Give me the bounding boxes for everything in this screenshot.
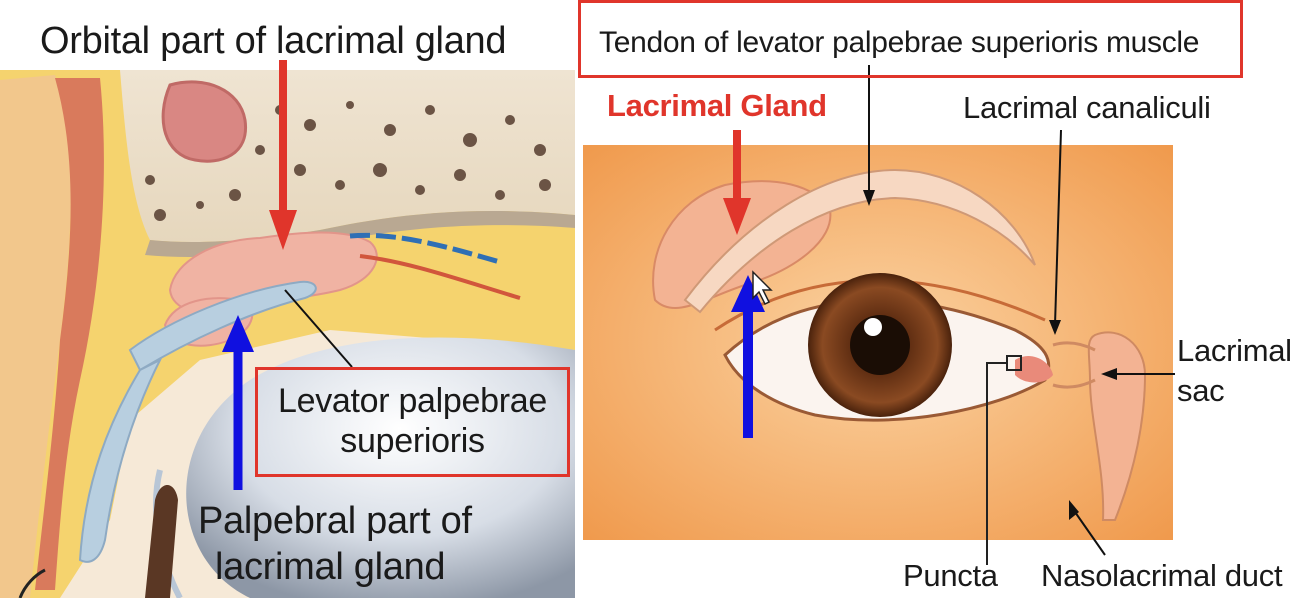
lacrimal-gland-title: Lacrimal Gland	[607, 90, 827, 123]
orbital-part-label: Orbital part of lacrimal gland	[40, 22, 506, 62]
levator-label-line2: superioris	[258, 424, 567, 460]
tendon-label: Tendon of levator palpebrae superioris m…	[599, 27, 1199, 59]
lacrimal-sac-label-line2: sac	[1177, 375, 1224, 408]
lacrimal-sac-label-line1: Lacrimal	[1177, 335, 1292, 368]
palpebral-part-label-line2: lacrimal gland	[215, 548, 445, 588]
frontal-eye-panel: Tendon of levator palpebrae superioris m…	[575, 0, 1306, 598]
sagittal-section-panel: Orbital part of lacrimal gland Levator p…	[0, 0, 575, 598]
tendon-label-box: Tendon of levator palpebrae superioris m…	[578, 0, 1243, 78]
puncta-label: Puncta	[903, 560, 998, 593]
palpebral-part-label-line1: Palpebral part of	[198, 502, 472, 542]
nasolacrimal-duct-label: Nasolacrimal duct	[1041, 560, 1282, 593]
lacrimal-canaliculi-label: Lacrimal canaliculi	[963, 92, 1211, 125]
levator-label-box: Levator palpebrae superioris	[255, 367, 570, 477]
levator-label-line1: Levator palpebrae	[258, 384, 567, 420]
